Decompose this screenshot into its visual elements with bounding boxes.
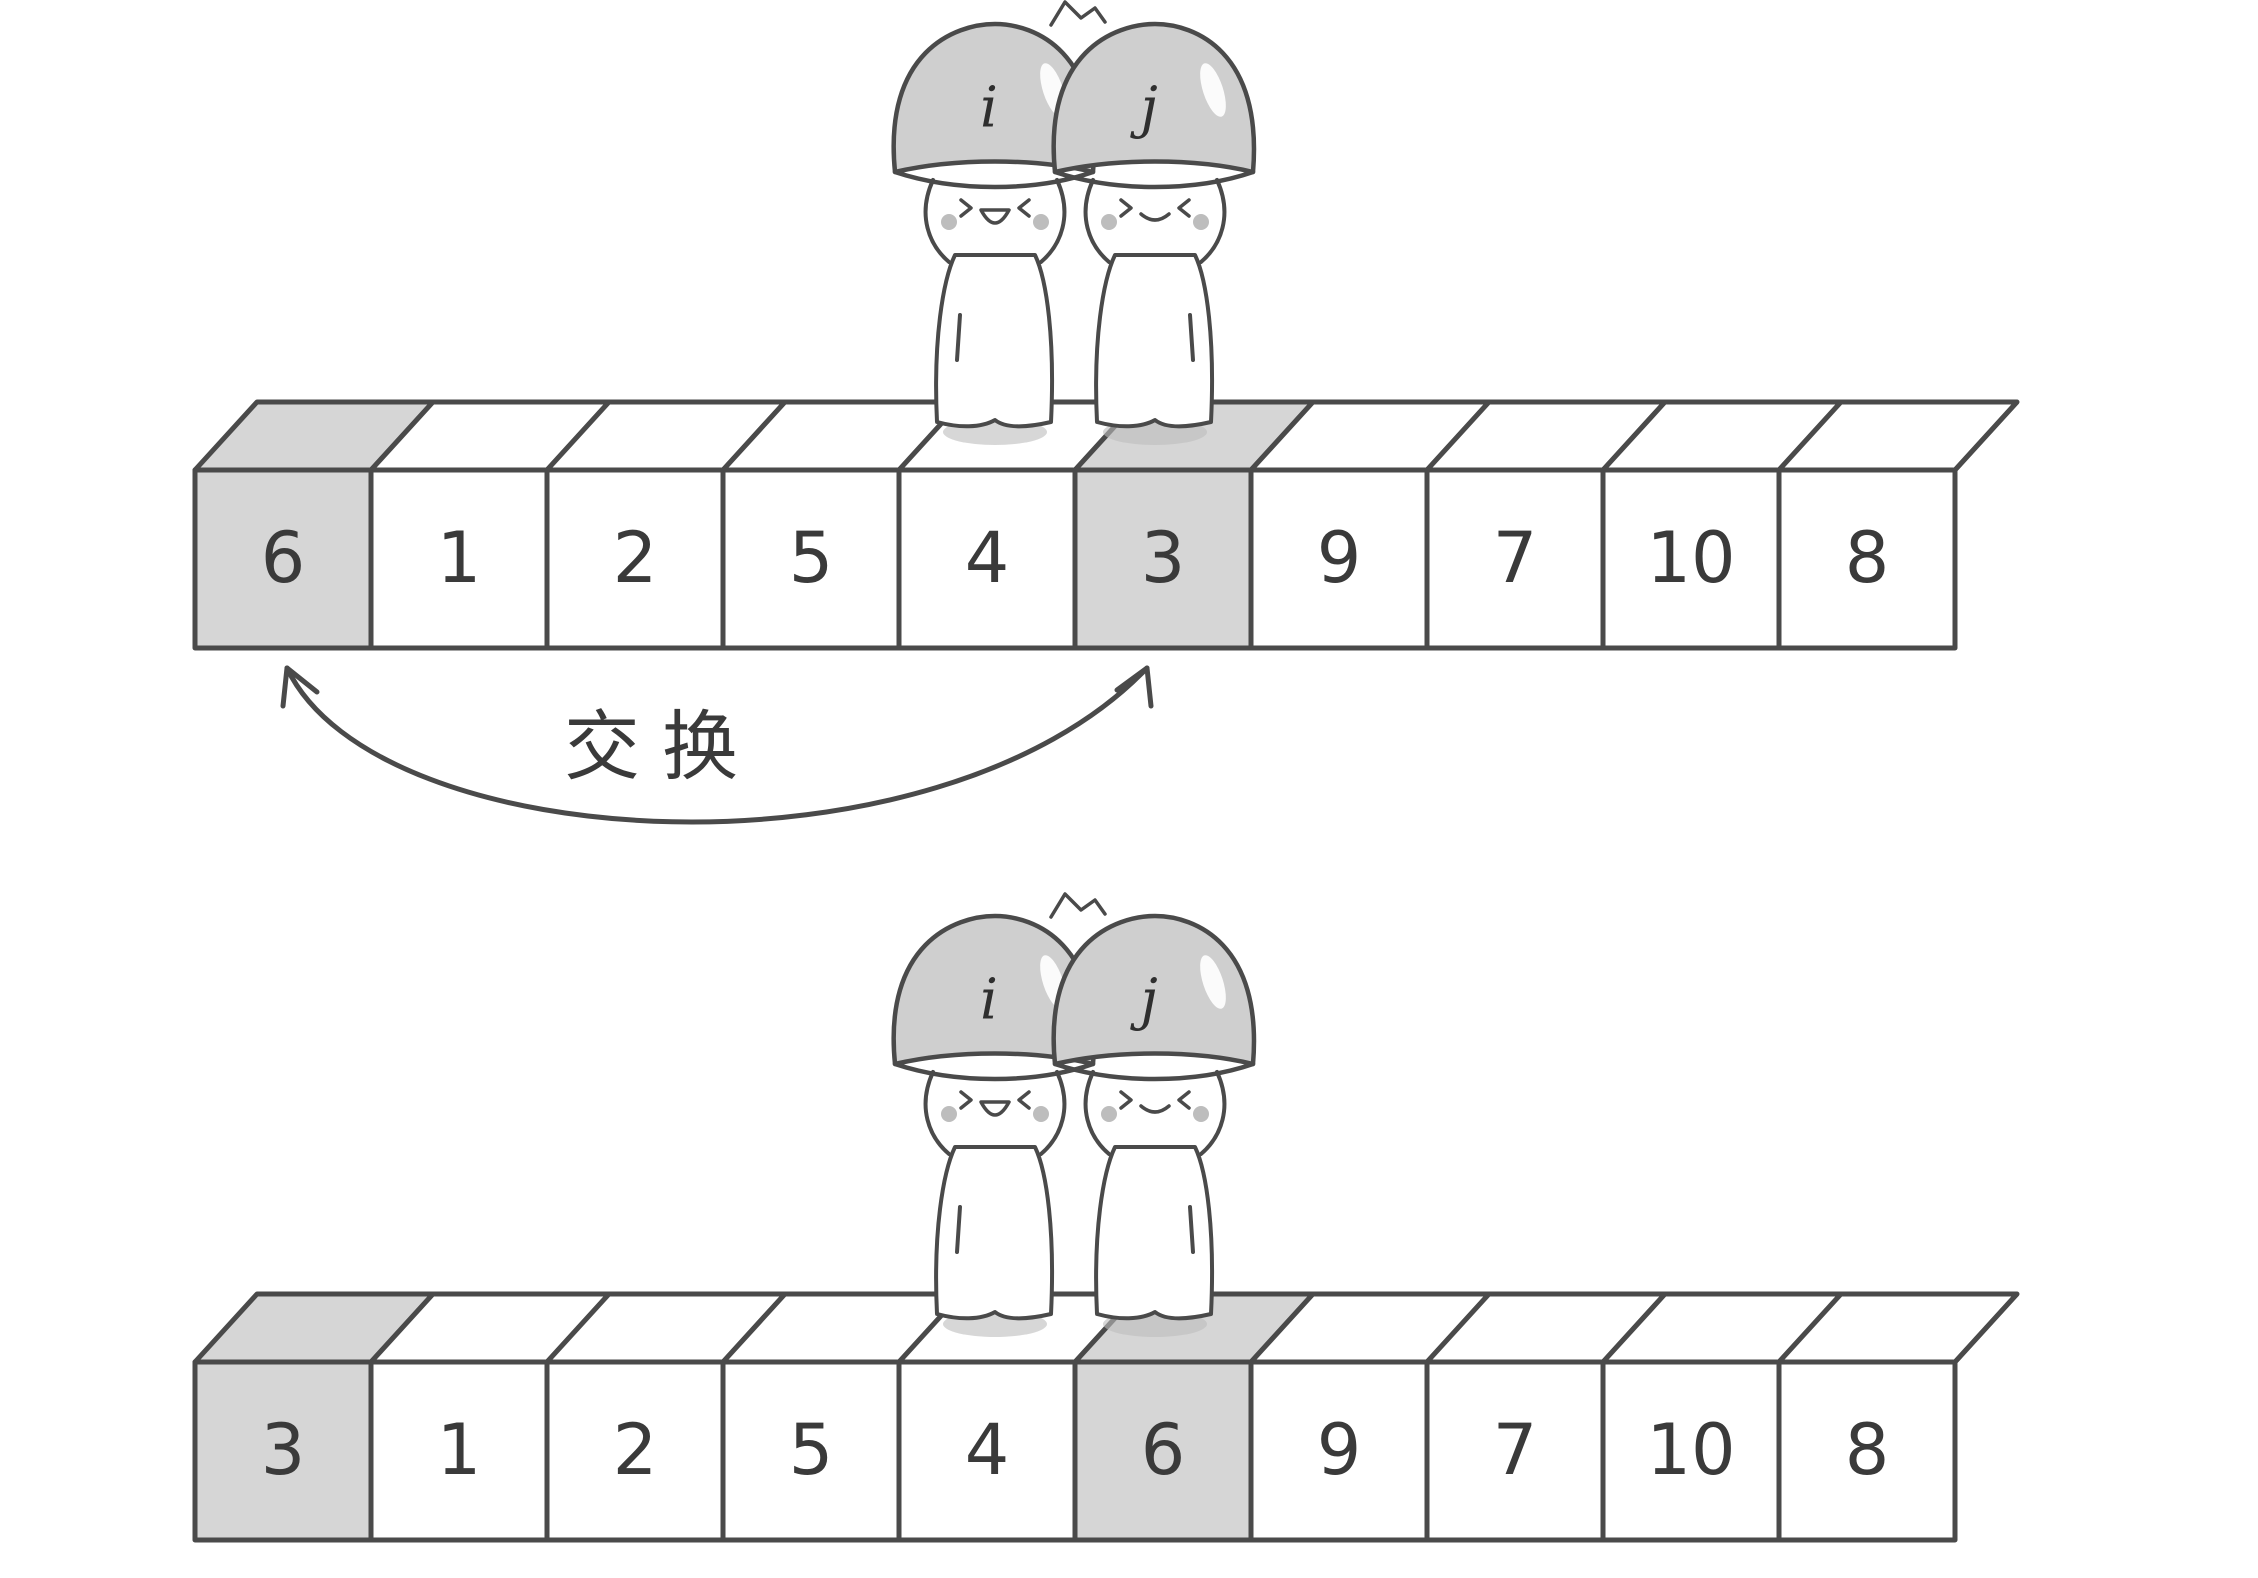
cell-value: 1 <box>437 517 482 599</box>
character-blush <box>1033 214 1049 230</box>
character-arm <box>1188 313 1195 362</box>
character-hair <box>1039 1070 1067 1156</box>
pointer-helmet <box>891 21 1097 175</box>
character-eye <box>1177 198 1191 218</box>
array-cell <box>1072 1359 1254 1543</box>
array-cell <box>720 1359 902 1543</box>
array-cell <box>1776 1359 1958 1543</box>
squiggle-mark <box>1049 892 1107 919</box>
character-mouth <box>1139 212 1171 222</box>
cell-value: 7 <box>1493 517 1538 599</box>
character-arm <box>955 1205 962 1254</box>
character-mouth <box>1139 1104 1171 1114</box>
character-eye <box>1119 1090 1133 1110</box>
swap-arc <box>284 665 1150 825</box>
array-cell <box>1248 1359 1430 1543</box>
swap-arrowhead-left <box>280 665 320 709</box>
pointer-helmet-rim <box>1052 1061 1256 1082</box>
array-cell <box>368 1359 550 1543</box>
character-blush <box>941 1106 957 1122</box>
cell-value: 3 <box>261 1409 306 1491</box>
character-hair <box>1083 1070 1111 1156</box>
character-body <box>934 1145 1055 1321</box>
cell-value: 10 <box>1646 1409 1735 1491</box>
cell-value: 4 <box>965 1409 1010 1491</box>
array-cell <box>1600 467 1782 651</box>
pointer-helmet <box>891 913 1097 1067</box>
character-body <box>934 253 1055 429</box>
character-hair <box>1083 178 1111 264</box>
pointer-helmet <box>1051 913 1257 1067</box>
character-blush <box>1101 1106 1117 1122</box>
character-eye <box>959 1090 973 1110</box>
pointer-helmet <box>1051 21 1257 175</box>
array-side-face <box>1953 1292 2019 1364</box>
character-hair <box>1199 178 1227 264</box>
helmet-shine <box>1200 63 1226 117</box>
array-cell <box>720 467 902 651</box>
character-hair <box>1039 178 1067 264</box>
cell-value: 5 <box>789 1409 834 1491</box>
helmet-shine <box>1200 955 1226 1009</box>
character-blush <box>1193 1106 1209 1122</box>
cell-value: 4 <box>965 517 1010 599</box>
cell-value: 10 <box>1646 517 1735 599</box>
cell-value: 6 <box>1141 1409 1186 1491</box>
pointer-label: i <box>980 76 998 141</box>
character-mouth <box>979 1100 1011 1117</box>
character-mouth <box>979 208 1011 225</box>
character-arm <box>1188 1205 1195 1254</box>
array-cell <box>1600 1359 1782 1543</box>
cell-value: 2 <box>613 517 658 599</box>
cell-value: 1 <box>437 1409 482 1491</box>
array-side-face <box>1953 400 2019 472</box>
swap-arrowhead-right <box>1114 665 1154 709</box>
character-blush <box>1033 1106 1049 1122</box>
array-cell <box>368 467 550 651</box>
pointer-helmet-rim <box>1052 169 1256 190</box>
cell-value: 6 <box>261 517 306 599</box>
character-blush <box>1193 214 1209 230</box>
array-before-swap: 6 1 2 5 4 3 9 7 10 8 <box>192 399 2020 651</box>
character-eye <box>1017 198 1031 218</box>
cell-value: 9 <box>1317 517 1362 599</box>
character-eye <box>959 198 973 218</box>
array-cell <box>1424 467 1606 651</box>
character-blush <box>941 214 957 230</box>
character-body <box>1094 253 1215 429</box>
array-cell <box>1776 467 1958 651</box>
cell-value: 8 <box>1845 517 1890 599</box>
array-cell <box>544 467 726 651</box>
cell-value: 5 <box>789 517 834 599</box>
character-arm <box>955 313 962 362</box>
array-cell <box>192 1359 374 1543</box>
pointer-label: i <box>980 968 998 1033</box>
character-hair <box>923 1070 951 1156</box>
character-eye <box>1177 1090 1191 1110</box>
character-eye <box>1119 198 1133 218</box>
array-cell <box>1072 467 1254 651</box>
cell-value: 3 <box>1141 517 1186 599</box>
swap-label: 交换 <box>564 702 760 791</box>
character-body <box>1094 1145 1215 1321</box>
cell-value: 8 <box>1845 1409 1890 1491</box>
squiggle-mark <box>1049 0 1107 27</box>
character-hair <box>923 178 951 264</box>
character-hair <box>1199 1070 1227 1156</box>
character-blush <box>1101 214 1117 230</box>
cell-value: 2 <box>613 1409 658 1491</box>
array-cell <box>896 467 1078 651</box>
array-after-swap: 3 1 2 5 4 6 9 7 10 8 <box>192 1291 2020 1543</box>
array-cell <box>1248 467 1430 651</box>
cell-value: 9 <box>1317 1409 1362 1491</box>
array-cell <box>192 467 374 651</box>
swap-arrow: 交换 <box>280 665 1154 825</box>
cell-value: 7 <box>1493 1409 1538 1491</box>
character-eye <box>1017 1090 1031 1110</box>
